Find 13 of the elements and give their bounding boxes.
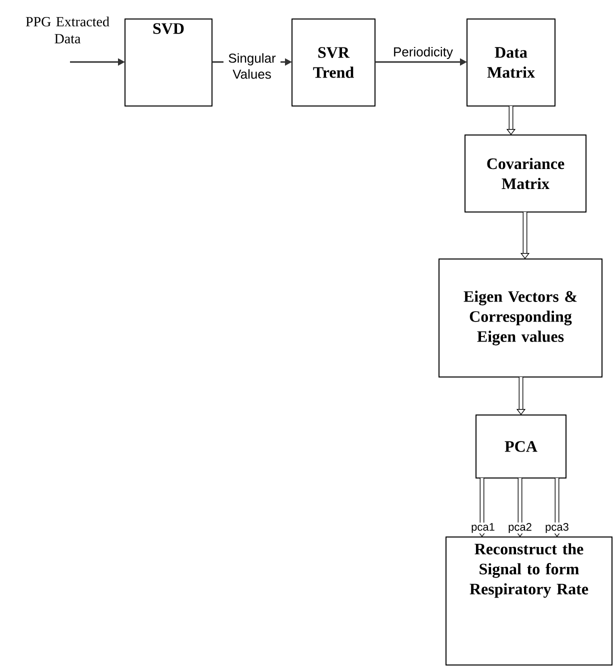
process-box: SVR Trend: [292, 18, 376, 106]
process-box: PCA: [476, 414, 566, 478]
process-box: Reconstruct the Signal to form Respiratory Rate: [446, 536, 612, 666]
edge-label: Periodicity: [392, 46, 453, 60]
process-box: SVD: [124, 18, 212, 106]
process-box: Data Matrix: [466, 18, 556, 106]
edge-label: pca1: [470, 522, 496, 534]
process-box: Eigen Vectors & Corresponding Eigen values: [438, 258, 602, 378]
process-box: Covariance Matrix: [464, 134, 586, 212]
edge-label: pca3: [544, 522, 570, 534]
input-label: PPG Extracted Data: [26, 16, 110, 44]
edge-label: Singular Values: [224, 52, 280, 80]
edge-label: pca2: [508, 522, 532, 534]
